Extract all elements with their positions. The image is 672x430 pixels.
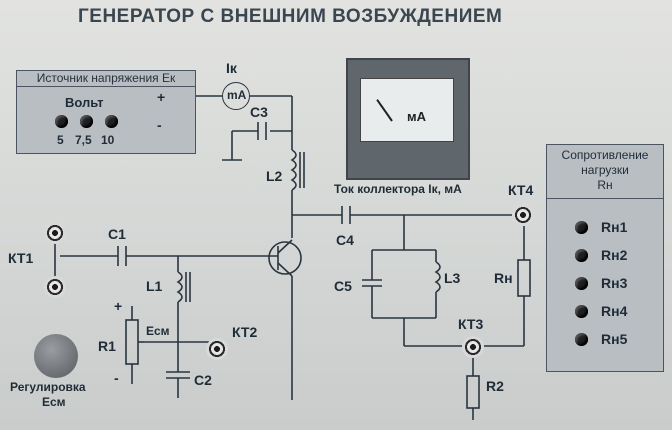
label-kt3: КТ3 bbox=[458, 316, 484, 332]
terminal-kt1-top[interactable] bbox=[44, 222, 66, 244]
voltage-selector-5[interactable] bbox=[55, 115, 68, 128]
meter-face: мА bbox=[360, 78, 454, 142]
load-selector-rn5[interactable] bbox=[575, 333, 588, 346]
label-r2: R2 bbox=[486, 378, 504, 394]
load-label-rn5: Rн5 bbox=[601, 331, 628, 347]
collector-current-meter: мА bbox=[346, 58, 470, 180]
load-selector-rn3[interactable] bbox=[575, 277, 588, 290]
label-ecm: Есм bbox=[146, 324, 170, 338]
terminal-kt3[interactable] bbox=[462, 336, 484, 358]
voltage-selector-10[interactable] bbox=[105, 115, 118, 128]
label-c4: C4 bbox=[336, 232, 354, 248]
label-r1-plus: + bbox=[114, 298, 123, 314]
source-plus-sign: + bbox=[157, 89, 166, 105]
label-c2: C2 bbox=[194, 372, 212, 388]
load-heading-line3: Rн bbox=[597, 178, 613, 192]
label-l1: L1 bbox=[146, 278, 163, 294]
label-l2: L2 bbox=[266, 168, 283, 184]
meter-unit: мА bbox=[407, 109, 427, 124]
terminal-kt1-bottom[interactable] bbox=[44, 276, 66, 298]
label-rn: Rн bbox=[494, 270, 513, 286]
label-kt2: КТ2 bbox=[232, 324, 258, 340]
source-minus-sign: - bbox=[157, 117, 162, 133]
ammeter-unit: mA bbox=[227, 88, 247, 102]
knob-label-line2: Есм bbox=[42, 395, 66, 409]
load-label-rn1: Rн1 bbox=[601, 219, 628, 235]
voltage-source-heading: Источник напряжения Ек bbox=[17, 71, 195, 87]
terminal-kt4[interactable] bbox=[512, 204, 534, 226]
volt-label: Вольт bbox=[65, 95, 104, 110]
label-l3: L3 bbox=[444, 270, 461, 286]
load-resistance-block: Сопротивление нагрузки Rн Rн1 Rн2 Rн3 Rн… bbox=[546, 144, 664, 372]
label-kt1: КТ1 bbox=[8, 250, 34, 266]
ammeter-label: Iк bbox=[226, 60, 237, 76]
knob-label-line1: Регулировка bbox=[10, 380, 86, 394]
terminal-kt2[interactable] bbox=[206, 338, 228, 360]
voltage-level-10: 10 bbox=[101, 133, 115, 147]
load-heading-line1: Сопротивление bbox=[561, 148, 649, 162]
label-r1-minus: - bbox=[114, 370, 119, 386]
page-title: ГЕНЕРАТОР С ВНЕШНИМ ВОЗБУЖДЕНИЕМ bbox=[78, 6, 503, 27]
load-selector-rn4[interactable] bbox=[575, 305, 588, 318]
load-label-rn4: Rн4 bbox=[601, 303, 628, 319]
voltage-selector-7-5[interactable] bbox=[80, 115, 93, 128]
label-kt4: КТ4 bbox=[508, 182, 534, 198]
load-heading-line2: нагрузки bbox=[581, 163, 629, 177]
voltage-level-7-5: 7,5 bbox=[75, 133, 92, 147]
label-r1: R1 bbox=[98, 338, 116, 354]
ammeter-symbol: mA bbox=[222, 82, 250, 110]
load-label-rn2: Rн2 bbox=[601, 247, 628, 263]
load-selector-rn1[interactable] bbox=[575, 221, 588, 234]
label-c3: C3 bbox=[250, 104, 268, 120]
load-heading: Сопротивление нагрузки Rн bbox=[547, 145, 663, 199]
load-selector-rn2[interactable] bbox=[575, 249, 588, 262]
voltage-source-block: Источник напряжения Ек Вольт 5 7,5 10 + … bbox=[16, 70, 196, 154]
voltage-level-5: 5 bbox=[57, 133, 64, 147]
ecm-adjust-knob[interactable] bbox=[34, 334, 78, 378]
label-c5: C5 bbox=[334, 278, 352, 294]
load-label-rn3: Rн3 bbox=[601, 275, 628, 291]
meter-needle bbox=[376, 99, 393, 122]
meter-caption: Ток коллектора Iк, мА bbox=[334, 182, 462, 196]
label-c1: C1 bbox=[108, 226, 126, 242]
